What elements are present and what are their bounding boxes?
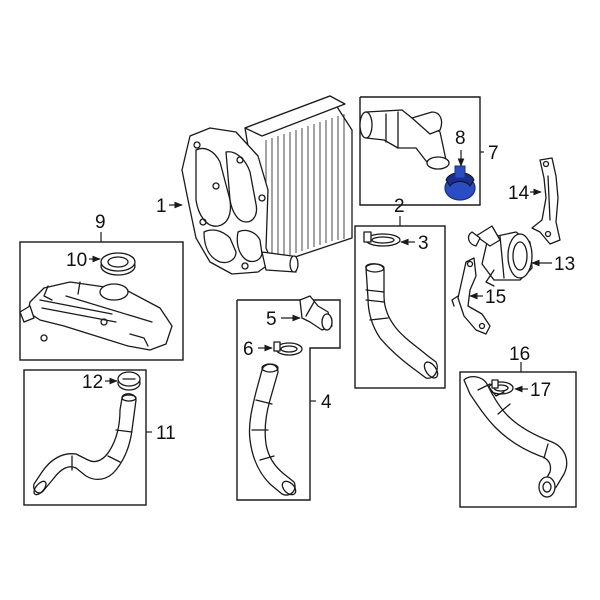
callout-2: 2 bbox=[394, 196, 405, 217]
svg-text:7: 7 bbox=[488, 143, 499, 164]
part-6-clamp[interactable] bbox=[273, 341, 303, 356]
svg-text:11: 11 bbox=[156, 423, 176, 444]
svg-text:14: 14 bbox=[508, 183, 530, 204]
part-4-hose[interactable] bbox=[248, 363, 298, 497]
group-4-box bbox=[236, 299, 341, 501]
svg-text:10: 10 bbox=[66, 250, 87, 271]
part-9-reservoir[interactable] bbox=[19, 281, 173, 351]
part-3-clamp[interactable] bbox=[363, 231, 401, 247]
part-16-hose[interactable] bbox=[463, 375, 568, 498]
callout-10: 10 bbox=[66, 250, 101, 271]
svg-text:5: 5 bbox=[266, 309, 277, 330]
callout-9: 9 bbox=[95, 212, 106, 233]
part-15-pump-bracket[interactable] bbox=[451, 257, 491, 335]
part-10-cap[interactable] bbox=[100, 252, 136, 276]
callout-4: 4 bbox=[321, 392, 332, 413]
part-11-hose[interactable] bbox=[32, 393, 137, 497]
svg-text:13: 13 bbox=[554, 254, 575, 275]
svg-text:2: 2 bbox=[394, 196, 405, 217]
part-2-hose[interactable] bbox=[365, 263, 440, 381]
group-7-box bbox=[359, 96, 484, 206]
part-7-connector-pipe[interactable] bbox=[359, 109, 450, 170]
callout-11: 11 bbox=[156, 423, 176, 444]
part-12-cap[interactable] bbox=[117, 371, 141, 391]
group-9-box bbox=[19, 232, 184, 361]
part-13-pump[interactable] bbox=[467, 225, 533, 287]
part-8-clamp[interactable] bbox=[444, 165, 476, 201]
part-14-bracket[interactable] bbox=[531, 157, 561, 245]
callout-8: 8 bbox=[455, 128, 466, 167]
callout-14: 14 bbox=[508, 183, 542, 204]
svg-text:9: 9 bbox=[95, 212, 106, 233]
group-16-box bbox=[459, 362, 577, 508]
svg-text:1: 1 bbox=[156, 196, 167, 217]
part-5-fitting[interactable] bbox=[299, 295, 333, 331]
callout-15: 15 bbox=[469, 287, 506, 308]
callout-13: 13 bbox=[531, 254, 575, 275]
svg-text:16: 16 bbox=[509, 344, 530, 365]
svg-text:6: 6 bbox=[243, 339, 254, 360]
part-1-heat-exchanger[interactable] bbox=[181, 95, 353, 275]
callout-17: 17 bbox=[514, 380, 551, 401]
callout-1: 1 bbox=[156, 196, 183, 217]
callout-3: 3 bbox=[400, 233, 429, 254]
part-17-clamp[interactable] bbox=[488, 379, 514, 395]
svg-text:4: 4 bbox=[321, 392, 332, 413]
callout-6: 6 bbox=[243, 339, 273, 360]
callout-12: 12 bbox=[82, 372, 118, 393]
callout-16: 16 bbox=[509, 344, 530, 365]
callout-7: 7 bbox=[488, 143, 499, 164]
group-11-box bbox=[23, 369, 152, 506]
svg-text:12: 12 bbox=[82, 372, 103, 393]
group-2-box bbox=[354, 216, 446, 389]
svg-text:3: 3 bbox=[418, 233, 429, 254]
svg-text:8: 8 bbox=[455, 128, 466, 149]
svg-text:15: 15 bbox=[485, 287, 506, 308]
callout-5: 5 bbox=[266, 309, 301, 330]
svg-text:17: 17 bbox=[530, 380, 551, 401]
